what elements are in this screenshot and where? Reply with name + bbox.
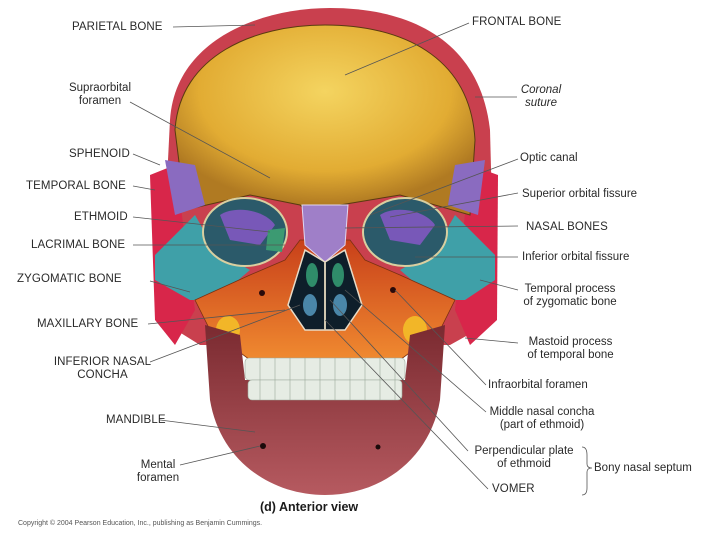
label-mandible: MANDIBLE: [106, 414, 166, 426]
label-lacrimal-bone: LACRIMAL BONE: [31, 239, 126, 251]
label-perpendicular-plate: Perpendicular plate of ethmoid: [474, 445, 574, 470]
frontal-bone: [174, 24, 476, 216]
label-maxillary-bone: MAXILLARY BONE: [37, 318, 139, 330]
label-vomer: VOMER: [492, 483, 535, 495]
label-optic-canal: Optic canal: [520, 152, 578, 164]
label-middle-nasal-concha: Middle nasal concha (part of ethmoid): [489, 406, 595, 431]
zygomatic-left: [155, 215, 250, 300]
label-parietal-bone: PARIETAL BONE: [72, 21, 163, 33]
label-temporal-bone: TEMPORAL BONE: [26, 180, 126, 192]
label-infraorbital-foramen: Infraorbital foramen: [488, 379, 588, 391]
label-inferior-orbital-fissure: Inferior orbital fissure: [522, 251, 630, 263]
copyright-notice: Copyright © 2004 Pearson Education, Inc.…: [18, 520, 263, 527]
figure-caption: (d) Anterior view: [260, 500, 359, 514]
label-nasal-bones: NASAL BONES: [526, 221, 608, 233]
sphenoid-left: [165, 160, 205, 215]
label-ethmoid: ETHMOID: [74, 211, 128, 223]
label-zygomatic-bone: ZYGOMATIC BONE: [17, 273, 122, 285]
label-superior-orbital-fissure: Superior orbital fissure: [522, 188, 638, 200]
label-mental-foramen: Mental foramen: [136, 459, 180, 484]
label-coronal-suture: Coronal suture: [520, 84, 562, 109]
label-inferior-nasal-concha: INFERIOR NASAL CONCHA: [53, 356, 152, 381]
label-bony-nasal-septum: Bony nasal septum: [594, 462, 692, 474]
label-supraorbital-foramen: Supraorbital foramen: [68, 82, 131, 107]
label-temporal-process: Temporal process of zygomatic bone: [523, 283, 617, 308]
leader-lines: [129, 22, 593, 496]
mandible: [205, 325, 445, 495]
nasal-bones: [301, 204, 349, 263]
label-mastoid-process: Mastoid process of temporal bone: [527, 336, 614, 361]
teeth: [244, 357, 406, 401]
label-sphenoid: SPHENOID: [69, 148, 130, 160]
label-frontal-bone: FRONTAL BONE: [472, 16, 562, 28]
zygomatic-right: [400, 215, 495, 300]
